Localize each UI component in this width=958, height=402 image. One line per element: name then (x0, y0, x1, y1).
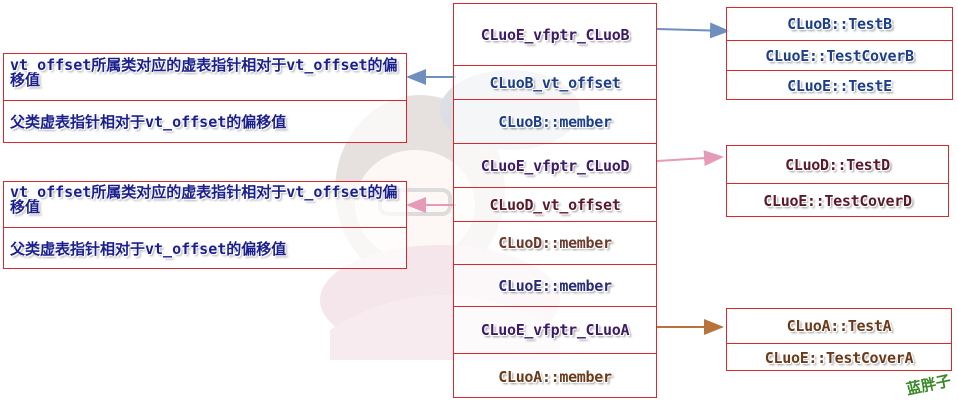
offset-note: vt_offset所属类对应的虚表指针相对于vt_offset的偏移值 (10, 56, 398, 89)
stack-label: CLuoD_vt_offset (489, 195, 621, 214)
vtable-a-entry: CLuoA::TestA (727, 309, 951, 343)
stack-label: CLuoE::member (498, 276, 612, 295)
stack-label: CLuoE_vfptr_CLuoA (480, 321, 630, 339)
stack-label: CLuoE_vfptr_CLuoB (480, 25, 630, 44)
vtable-entry-label: CLuoE::TestCoverA (764, 349, 914, 367)
stack-cell-vfptr-a: CLuoE_vfptr_CLuoA (454, 306, 656, 353)
offset-notes-d: vt_offset所属类对应的虚表指针相对于vt_offset的偏移值 父类虚表… (3, 181, 407, 269)
vtable-entry-label: CLuoD::TestD (785, 155, 890, 174)
offset-note: 父类虚表指针相对于vt_offset的偏移值 (4, 100, 406, 144)
stack-label: CLuoE_vfptr_CLuoD (480, 156, 630, 175)
stack-cell-vt-offset-d: CLuoD_vt_offset (454, 187, 656, 221)
arrow-vfptr-b-to-vtable (656, 22, 730, 39)
vtable-d-entry: CLuoD::TestD (727, 146, 948, 183)
stack-label: CLuoA::member (498, 367, 612, 386)
vtable-b-entry: CLuoE::TestCoverB (727, 40, 952, 70)
arrow-vfptr-d-to-vtable (656, 150, 724, 167)
stack-cell-vfptr-b: CLuoE_vfptr_CLuoB (454, 4, 656, 65)
stack-cell-vt-offset-b: CLuoB_vt_offset (454, 65, 656, 99)
offset-note: vt_offset所属类对应的虚表指针相对于vt_offset的偏移值 (10, 183, 398, 216)
offset-notes-b: vt_offset所属类对应的虚表指针相对于vt_offset的偏移值 父类虚表… (3, 53, 407, 143)
stack-cell-member-a: CLuoA::member (454, 353, 656, 399)
vtable-entry-label: CLuoE::TestCoverD (763, 192, 912, 210)
stack-cell-member-e: CLuoE::member (454, 264, 656, 306)
vtable-entry-label: CLuoE::TestCoverB (765, 46, 914, 65)
vtable-b: CLuoB::TestB CLuoE::TestCoverB CLuoE::Te… (726, 7, 953, 100)
vtable-entry-label: CLuoA::TestA (786, 317, 892, 335)
offset-note: 父类虚表指针相对于vt_offset的偏移值 (4, 227, 406, 270)
stack-label: CLuoD::member (498, 234, 612, 252)
stack-label: CLuoB::member (498, 112, 612, 131)
stack-label: CLuoB_vt_offset (489, 73, 621, 92)
stack-cell-member-d: CLuoD::member (454, 221, 656, 264)
vtable-d: CLuoD::TestD CLuoE::TestCoverD (726, 145, 949, 217)
vtable-entry-label: CLuoE::TestE (787, 77, 892, 95)
vtable-d-entry: CLuoE::TestCoverD (727, 183, 948, 218)
vtable-b-entry: CLuoB::TestB (727, 8, 952, 40)
stack-cell-vfptr-d: CLuoE_vfptr_CLuoD (454, 143, 656, 187)
vtable-entry-label: CLuoB::TestB (787, 15, 892, 33)
vtable-a: CLuoA::TestA CLuoE::TestCoverA (726, 308, 952, 371)
vtable-a-entry: CLuoE::TestCoverA (727, 343, 951, 372)
vtable-b-entry: CLuoE::TestE (727, 70, 952, 101)
object-layout-stack: CLuoE_vfptr_CLuoB CLuoB_vt_offset CLuoB:… (453, 3, 657, 398)
stack-cell-member-b: CLuoB::member (454, 99, 656, 143)
